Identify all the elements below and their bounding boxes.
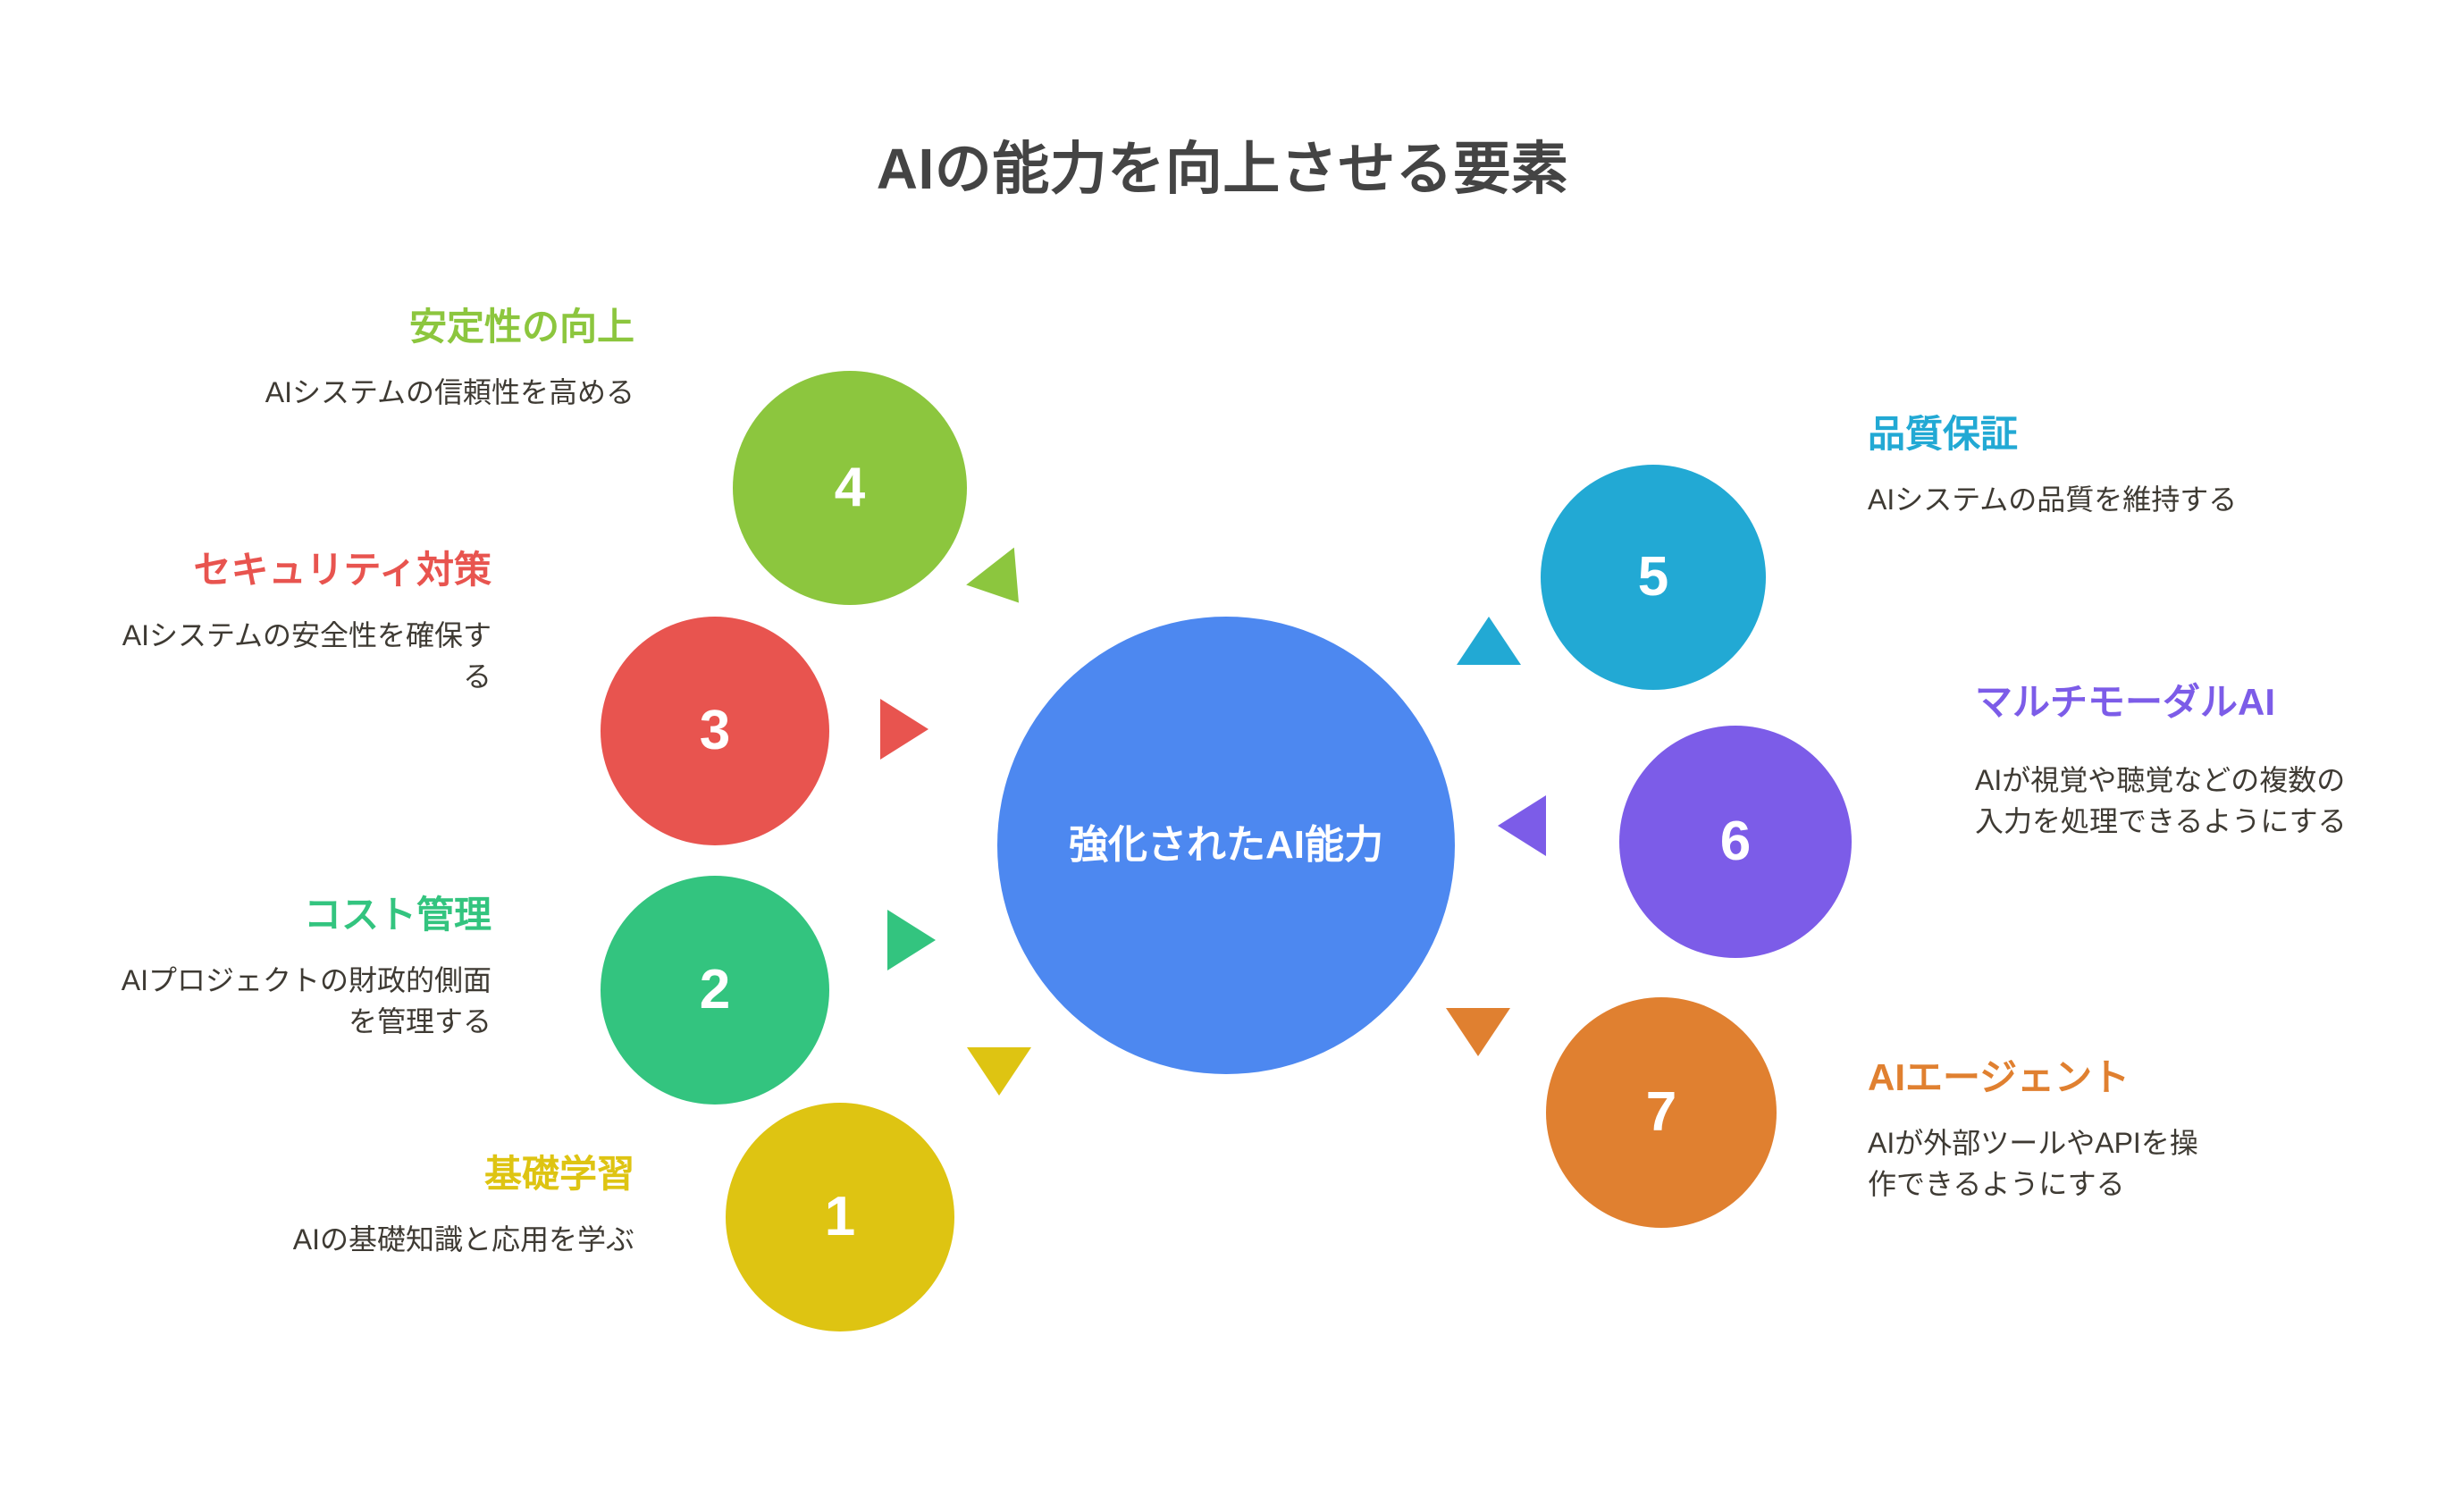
- label-block-quality: 品質保証 AIシステムの品質を維持する: [1868, 411, 2297, 521]
- arrow-icon-2-to-hub: [887, 910, 936, 970]
- label-desc-quality: AIシステムの品質を維持する: [1868, 483, 2238, 517]
- arrow-icon-1-to-hub: [967, 1047, 1031, 1096]
- label-block-foundation: 基礎学習 AIの基礎知識と応用を学ぶ: [98, 1151, 634, 1261]
- label-block-cost: コスト管理 AIプロジェクトの財政的側面を管理する: [98, 892, 492, 1042]
- hub-label: 強化されたAI能力: [1069, 822, 1383, 867]
- label-desc-cost: AIプロジェクトの財政的側面を管理する: [121, 964, 492, 1037]
- label-block-stability: 安定性の向上 AIシステムの信頼性を高める: [98, 304, 634, 414]
- label-desc-agent: AIが外部ツールやAPIを操作できるようにする: [1868, 1127, 2198, 1200]
- label-desc-multimodal: AIが視覚や聴覚などの複数の入力を処理できるようにする: [1975, 764, 2347, 837]
- label-title-cost: コスト管理: [303, 894, 492, 936]
- page-title: AIの能力を向上させる要素: [876, 137, 1569, 201]
- node-number-6: 6: [1719, 811, 1752, 872]
- node-number-3: 3: [699, 700, 731, 761]
- node-circle-2[interactable]: 2: [601, 876, 829, 1105]
- node-number-2: 2: [699, 959, 731, 1021]
- node-circle-6[interactable]: 6: [1619, 726, 1852, 958]
- label-block-multimodal: マルチモーダルAI AIが視覚や聴覚などの複数の入力を処理できるようにする: [1975, 679, 2404, 842]
- label-desc-foundation: AIの基礎知識と応用を学ぶ: [292, 1223, 634, 1256]
- label-title-foundation: 基礎学習: [483, 1153, 634, 1195]
- arrow-icon-7-to-hub: [1446, 1008, 1510, 1056]
- node-circle-3[interactable]: 3: [601, 617, 829, 845]
- node-number-5: 5: [1637, 546, 1669, 608]
- node-number-1: 1: [824, 1186, 856, 1247]
- label-title-quality: 品質保証: [1868, 413, 2019, 455]
- node-circle-7[interactable]: 7: [1546, 997, 1777, 1228]
- node-circle-5[interactable]: 5: [1541, 465, 1766, 690]
- label-block-agent: AIエージェント AIが外部ツールやAPIを操作できるようにする: [1868, 1054, 2315, 1205]
- label-title-agent: AIエージェント: [1868, 1056, 2130, 1098]
- arrow-icon-3-to-hub: [880, 699, 928, 760]
- label-title-security: セキュリティ対策: [193, 549, 492, 591]
- node-number-7: 7: [1645, 1081, 1677, 1143]
- hub-circle-enhanced-ai[interactable]: 強化されたAI能力: [997, 617, 1455, 1074]
- arrow-icon-6-to-hub: [1498, 795, 1546, 856]
- label-title-stability: 安定性の向上: [408, 306, 634, 348]
- label-title-multimodal: マルチモーダルAI: [1975, 681, 2276, 723]
- arrow-icon-4-to-hub: [966, 547, 1043, 622]
- arrow-icon-5-to-hub: [1457, 617, 1521, 665]
- node-circle-1[interactable]: 1: [726, 1103, 954, 1331]
- node-circle-4[interactable]: 4: [733, 371, 967, 605]
- label-block-security: セキュリティ対策 AIシステムの安全性を確保する: [98, 547, 492, 697]
- label-desc-security: AIシステムの安全性を確保する: [122, 619, 492, 693]
- label-desc-stability: AIシステムの信頼性を高める: [265, 376, 634, 409]
- node-number-4: 4: [834, 457, 866, 518]
